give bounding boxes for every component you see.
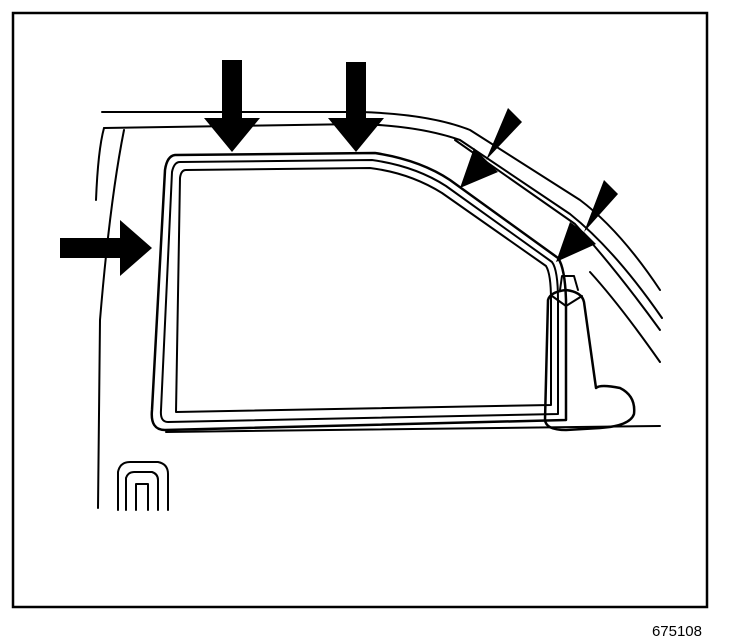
mirror-mount-stem	[559, 275, 579, 291]
arrow-top-1	[204, 60, 260, 152]
door-belt-outer-line-2	[589, 271, 661, 363]
door-handle-slot	[135, 483, 149, 511]
door-roof-line	[101, 111, 661, 291]
mirror-mount	[543, 288, 636, 432]
door-handle-inner	[125, 471, 159, 511]
mirror-mount-top	[551, 295, 583, 307]
door-front-edge	[97, 129, 125, 509]
callout-arrows	[60, 60, 618, 276]
door-body	[95, 111, 663, 511]
figure-frame	[11, 11, 709, 609]
door-front-edge-inner	[95, 127, 105, 201]
door-roof-inner-line	[103, 123, 663, 319]
weatherstrip-middle	[159, 159, 559, 423]
weatherstrip-inner	[175, 167, 552, 413]
figure-reference-code: 675108	[651, 623, 702, 640]
arrow-diagonal-2	[556, 180, 618, 262]
door-belt-outer-line	[454, 139, 661, 331]
arrow-diagonal-1	[460, 108, 522, 188]
door-handle	[117, 461, 169, 511]
arrow-top-2	[328, 62, 384, 152]
weatherstrip-outer	[150, 151, 568, 432]
arrow-left-side	[60, 220, 152, 276]
door-belt-line	[165, 425, 661, 433]
